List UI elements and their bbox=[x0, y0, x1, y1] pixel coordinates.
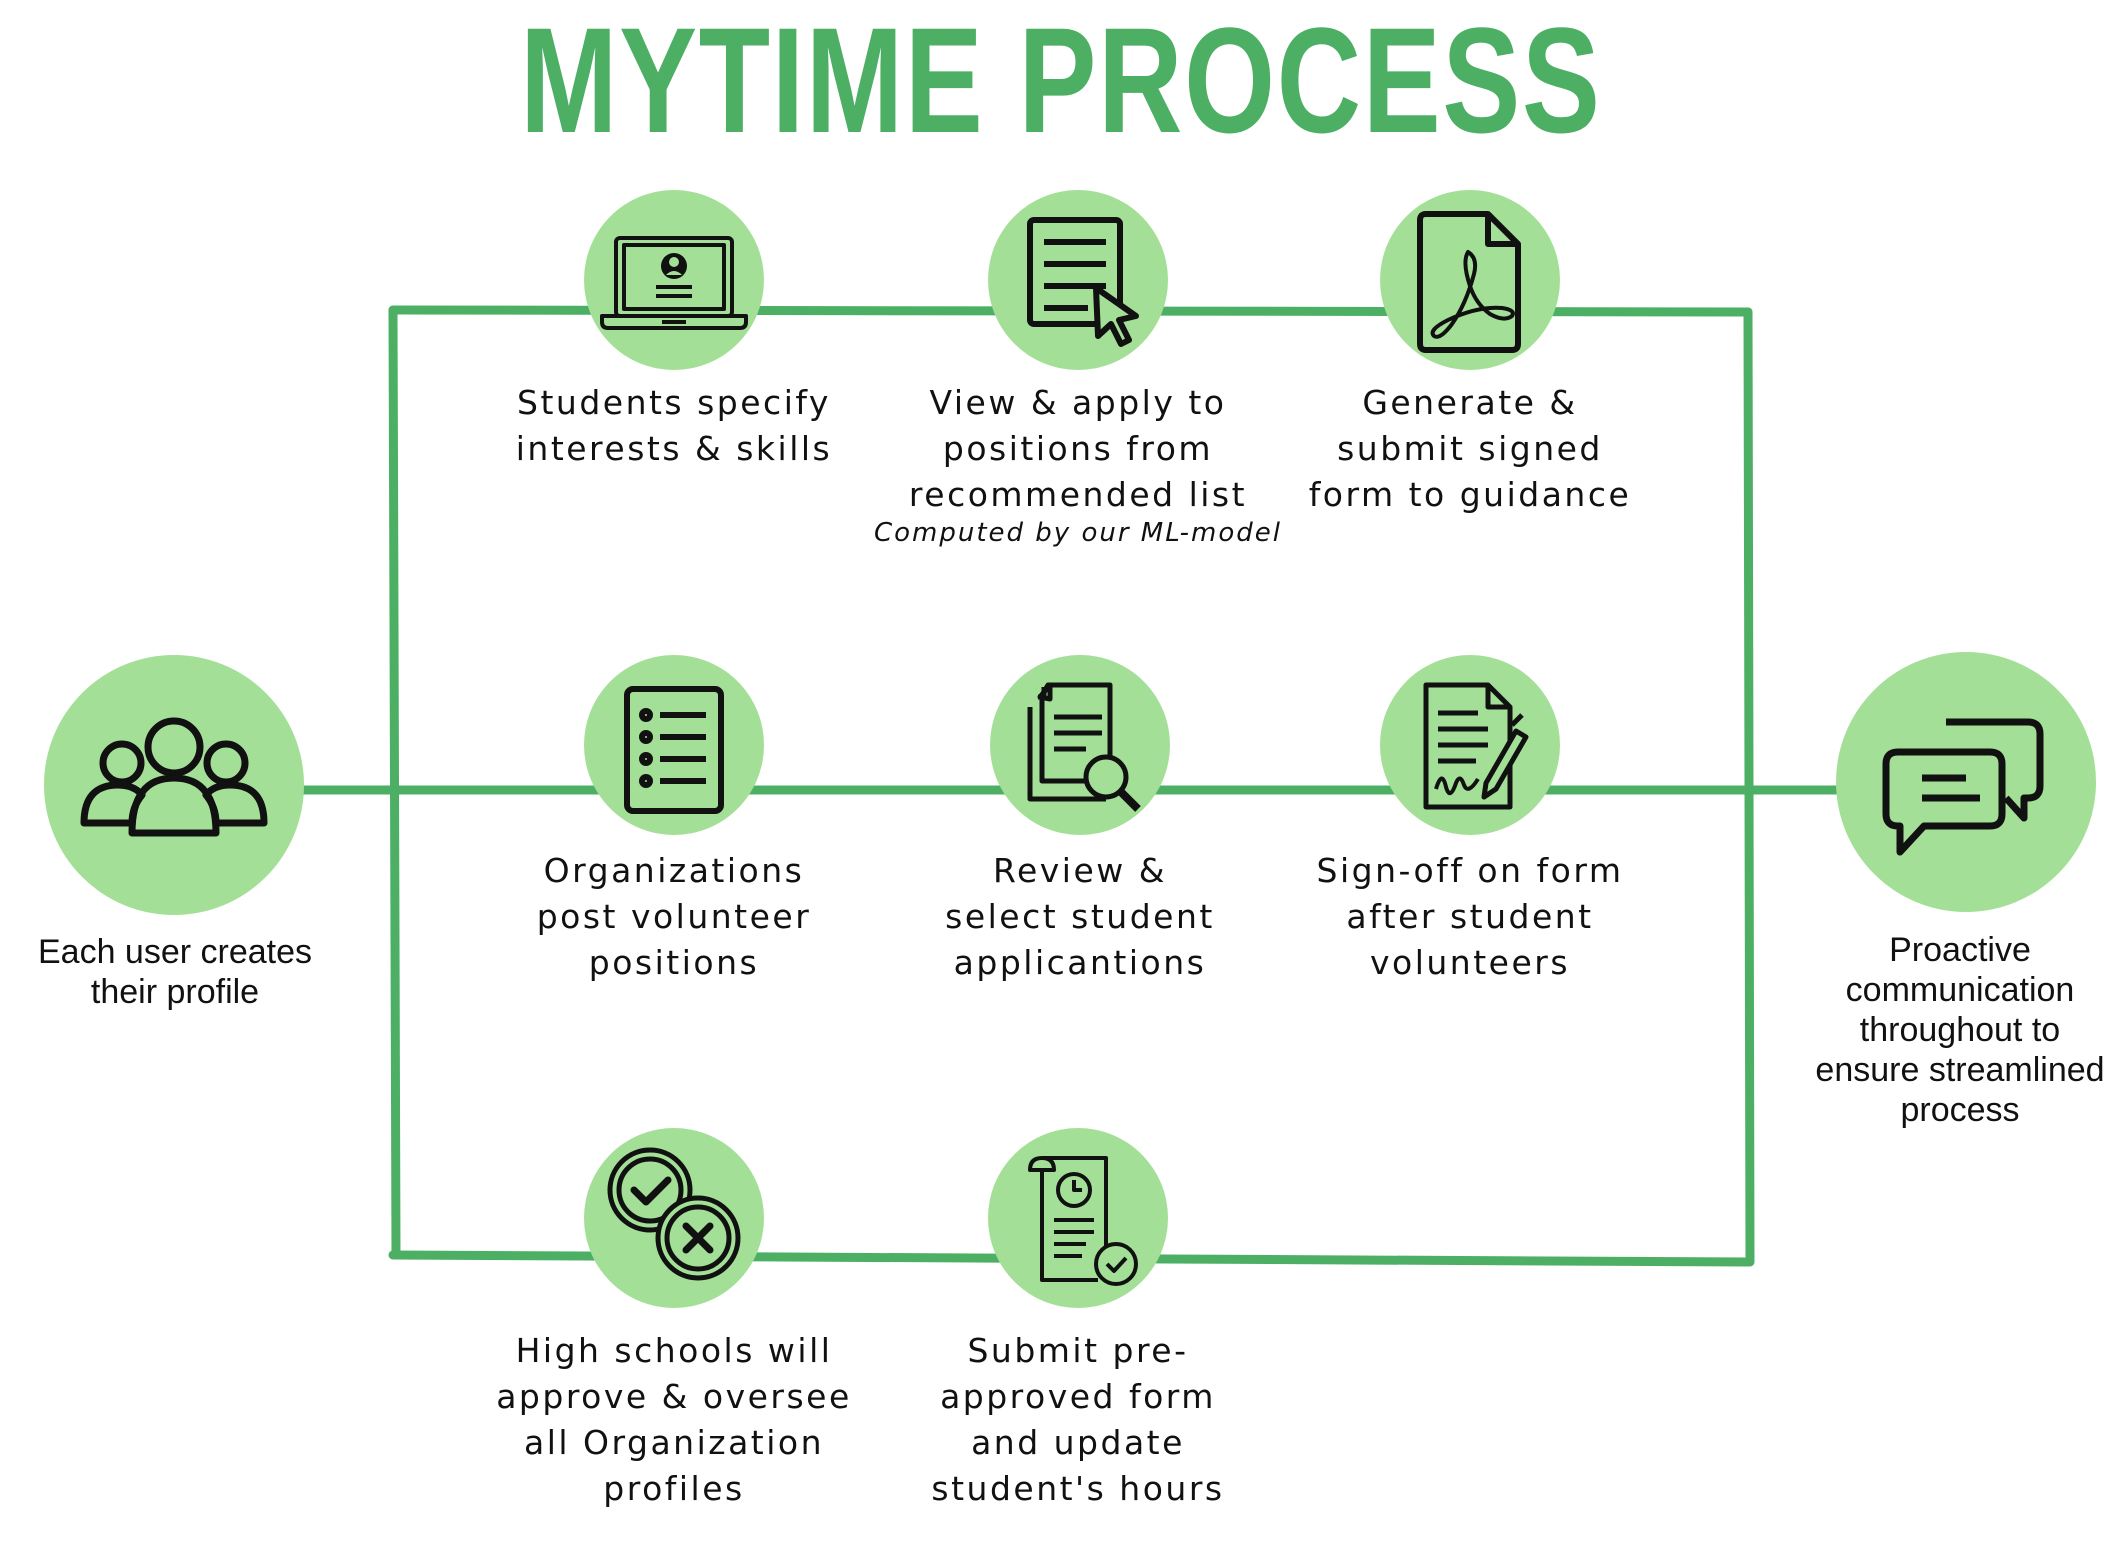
step-sign-off-label: Sign-off on form after student volunteer… bbox=[1316, 851, 1624, 982]
step-students-interests-node bbox=[584, 190, 764, 370]
end-label: Proactive communication throughout to en… bbox=[1815, 931, 2105, 1129]
users-group-icon bbox=[80, 717, 268, 837]
page-title: MYTIME PROCESS bbox=[520, 0, 1602, 164]
step-view-apply-node bbox=[988, 190, 1168, 370]
step-students-interests-label: Students specify interests & skills bbox=[515, 383, 833, 468]
laptop-profile-icon bbox=[600, 236, 748, 330]
start-node bbox=[44, 655, 304, 915]
right-branch-connector bbox=[1743, 307, 1755, 1267]
end-node bbox=[1836, 652, 2096, 912]
step-high-schools-approve-node bbox=[584, 1128, 764, 1308]
step-organizations-post-label: Organizations post volunteer positions bbox=[536, 851, 812, 982]
document-cursor-icon bbox=[1027, 217, 1139, 347]
step-submit-hours-node bbox=[988, 1128, 1168, 1308]
step-review-select-label: Review & select student applicantions bbox=[945, 851, 1215, 982]
checklist-icon bbox=[624, 686, 724, 814]
timesheet-check-icon bbox=[1028, 1156, 1138, 1286]
pdf-file-icon bbox=[1417, 211, 1521, 353]
step-submit-hours-label: Submit pre- approved form and update stu… bbox=[931, 1331, 1225, 1508]
step-view-apply-label: View & apply to positions from recommend… bbox=[908, 383, 1248, 514]
step-organizations-post-node bbox=[584, 655, 764, 835]
step-sign-off-node bbox=[1380, 655, 1560, 835]
document-search-icon bbox=[1027, 682, 1141, 812]
start-label: Each user creates their profile bbox=[37, 933, 313, 1011]
signed-document-icon bbox=[1423, 682, 1529, 810]
step-high-schools-approve-label: High schools will approve & oversee all … bbox=[496, 1331, 852, 1508]
step-review-select-node bbox=[990, 655, 1170, 835]
step-generate-form-label: Generate & submit signed form to guidanc… bbox=[1308, 383, 1632, 514]
left-branch-connector bbox=[388, 305, 401, 1260]
chat-bubbles-icon bbox=[1882, 718, 2044, 856]
approve-reject-icon bbox=[607, 1147, 741, 1281]
ml-model-note: Computed by our ML-model bbox=[873, 518, 1283, 548]
step-generate-form-node bbox=[1380, 190, 1560, 370]
